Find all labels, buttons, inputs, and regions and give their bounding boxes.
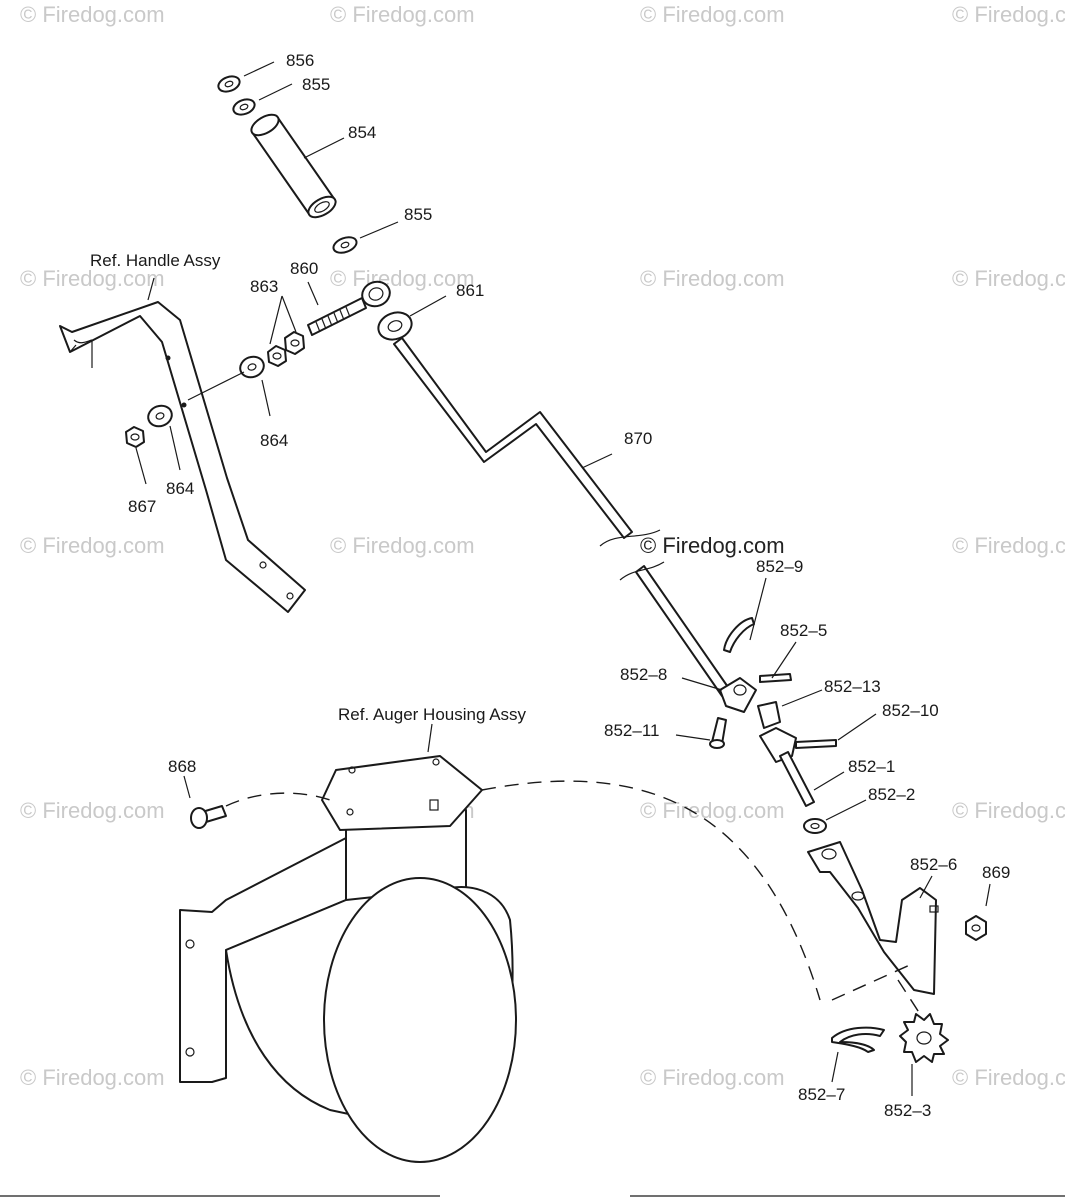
shift-rod-870	[393, 337, 731, 697]
callout-864-right: 864	[260, 431, 288, 450]
dashed-line-gear	[897, 979, 921, 1015]
washer-852-2	[803, 818, 827, 834]
bolt-852-11	[709, 717, 727, 749]
leader-lines	[135, 61, 991, 1096]
watermark-text: © Firedog.com	[330, 266, 475, 291]
callout-852-9: 852–9	[756, 557, 803, 576]
watermark-text: © Firedog.com	[330, 2, 475, 27]
watermark-text: © Firedog.com	[20, 533, 165, 558]
rod-852-1	[779, 751, 815, 807]
callout-855-top: 855	[302, 75, 330, 94]
watermark-text: © Firedog.com	[640, 2, 785, 27]
nuts-863	[267, 331, 305, 367]
clevis-852-8	[719, 677, 757, 713]
hairpin-852-7	[831, 1026, 885, 1053]
watermark-text: © Firedog.com	[20, 2, 165, 27]
ref-auger-housing-assy: Ref. Auger Housing Assy	[338, 705, 527, 724]
callout-870: 870	[624, 429, 652, 448]
watermark-text: © Firedog.com	[952, 266, 1065, 291]
center-watermark: © Firedog.com	[640, 533, 785, 558]
callout-852-6: 852–6	[910, 855, 957, 874]
callout-852-1: 852–1	[848, 757, 895, 776]
dashed-line-housing	[481, 780, 821, 1001]
callout-855-mid: 855	[404, 205, 432, 224]
callout-852-13: 852–13	[824, 677, 881, 696]
callout-852-10: 852–10	[882, 701, 939, 720]
callout-852-11: 852–11	[604, 721, 659, 740]
carriage-bolt-868	[190, 805, 227, 829]
dashed-line-bracket	[831, 963, 913, 1001]
watermark-text: © Firedog.com	[952, 533, 1065, 558]
callout-861: 861	[456, 281, 484, 300]
washer-856	[217, 75, 241, 93]
callout-869: 869	[982, 863, 1010, 882]
callout-863: 863	[250, 277, 278, 296]
bracket-852-10	[759, 727, 837, 763]
callout-868: 868	[168, 757, 196, 776]
callout-860: 860	[290, 259, 318, 278]
watermark-text: © Firedog.com	[640, 266, 785, 291]
watermark-text: © Firedog.com	[952, 798, 1065, 823]
washer-855-mid	[332, 236, 358, 254]
washer-861	[377, 311, 413, 341]
sleeve-854	[250, 113, 337, 219]
watermark-text: © Firedog.com	[330, 533, 475, 558]
bracket-852-6	[807, 841, 939, 995]
dashed-line-868	[225, 792, 331, 807]
callout-852-2: 852–2	[868, 785, 915, 804]
watermark-text: © Firedog.com	[20, 1065, 165, 1090]
auger-housing	[179, 755, 517, 1163]
coupler-852-13	[757, 701, 781, 729]
watermark-text: © Firedog.com	[952, 1065, 1065, 1090]
watermark-text: © Firedog.com	[640, 798, 785, 823]
callout-867: 867	[128, 497, 156, 516]
callout-852-3: 852–3	[884, 1101, 931, 1120]
callout-852-8: 852–8	[620, 665, 667, 684]
pin-852-5	[759, 673, 792, 683]
eyebolt-860	[307, 280, 391, 336]
watermark-text: © Firedog.com	[640, 1065, 785, 1090]
washer-864-right	[239, 355, 265, 379]
washer-864-left	[147, 404, 173, 428]
callout-labels: 856 855 854 855 860 863 861 864 864 867 …	[90, 51, 1010, 1120]
callout-852-5: 852–5	[780, 621, 827, 640]
gear-852-3	[899, 1013, 949, 1063]
handle-arm	[59, 301, 306, 613]
cotter-pin-852-9	[723, 617, 755, 653]
washer-855-top	[232, 98, 256, 116]
nut-867	[125, 426, 145, 448]
callout-856: 856	[286, 51, 314, 70]
ref-handle-assy: Ref. Handle Assy	[90, 251, 221, 270]
callout-864-left: 864	[166, 479, 194, 498]
nut-869	[965, 915, 987, 941]
watermark-text: © Firedog.com	[20, 266, 165, 291]
callout-854: 854	[348, 123, 376, 142]
callout-852-7: 852–7	[798, 1085, 845, 1104]
bolt-axis-line	[187, 371, 245, 401]
watermark-text: © Firedog.com	[20, 798, 165, 823]
watermark-text: © Firedog.com	[952, 2, 1065, 27]
